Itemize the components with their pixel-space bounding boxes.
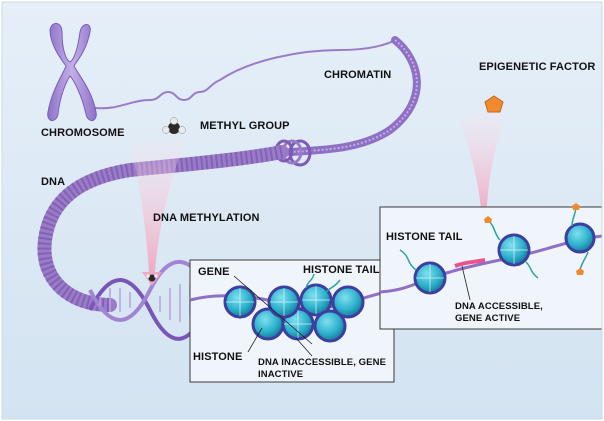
- dna-label: DNA: [41, 176, 66, 188]
- inaccessible-label-line1: DNA INACCESSIBLE, GENE: [258, 357, 387, 368]
- chromosome-icon: [47, 23, 97, 121]
- gene-label: GENE: [198, 266, 230, 278]
- epigenetic-arrow: [460, 112, 506, 222]
- accessible-label-line2: GENE ACTIVE: [455, 313, 521, 324]
- histone-label: HISTONE: [193, 351, 243, 363]
- dna-methylation-label: DNA METHYLATION: [153, 212, 260, 224]
- histone-tail-label-left: HISTONE TAIL: [303, 264, 380, 276]
- inaccessible-label-line2: INACTIVE: [258, 369, 304, 380]
- chromatin-fiber-texture: [289, 39, 418, 153]
- methylation-arrow: [130, 140, 185, 286]
- inactive-gene-panel: [189, 259, 395, 383]
- methyl-group-label: METHYL GROUP: [200, 120, 290, 132]
- epigenetic-factor-label: EPIGENETIC FACTOR: [479, 61, 596, 73]
- epigenetic-factor-icon: [484, 95, 504, 113]
- chromosome-label: CHROMOSOME: [41, 127, 125, 139]
- histone-tail-label-right: HISTONE TAIL: [386, 231, 463, 243]
- accessible-label-line1: DNA ACCESSIBLE,: [455, 301, 543, 312]
- methyl-group-icon: [162, 117, 186, 134]
- chromatin-loop: [37, 145, 289, 312]
- chromatin-label: CHROMATIN: [324, 69, 392, 81]
- methyl-mark-icon: [146, 274, 158, 282]
- active-gene-panel: [379, 203, 603, 330]
- thin-dna-strand: [94, 39, 396, 110]
